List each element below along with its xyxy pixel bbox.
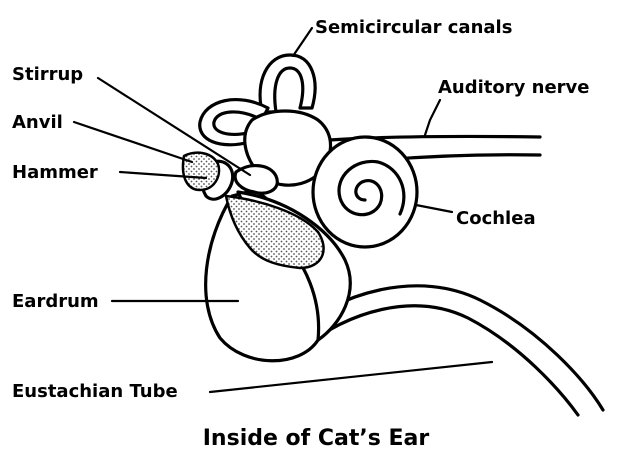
leader-line-auditory-nerve bbox=[425, 100, 440, 135]
diagram-caption: Inside of Cat’s Ear bbox=[203, 426, 430, 451]
leader-line-eustachian bbox=[210, 362, 492, 392]
label-anvil: Anvil bbox=[12, 112, 63, 133]
label-auditory-nerve: Auditory nerve bbox=[438, 77, 590, 98]
leader-line-stirrup bbox=[98, 78, 250, 175]
label-semicircular-canals: Semicircular canals bbox=[315, 17, 512, 38]
label-cochlea: Cochlea bbox=[456, 208, 536, 229]
anvil-shape bbox=[183, 153, 219, 190]
leader-line-cochlea bbox=[416, 205, 452, 212]
eustachian-tube-inner bbox=[300, 306, 578, 415]
leader-line-semicircular bbox=[293, 28, 312, 56]
label-eustachian-tube: Eustachian Tube bbox=[12, 381, 178, 402]
label-hammer: Hammer bbox=[12, 162, 98, 183]
cochlea-shape bbox=[313, 137, 417, 247]
label-eardrum: Eardrum bbox=[12, 291, 99, 312]
label-stirrup: Stirrup bbox=[12, 64, 83, 85]
leader-line-anvil bbox=[74, 122, 192, 162]
semicircular-canal-large bbox=[260, 55, 315, 112]
